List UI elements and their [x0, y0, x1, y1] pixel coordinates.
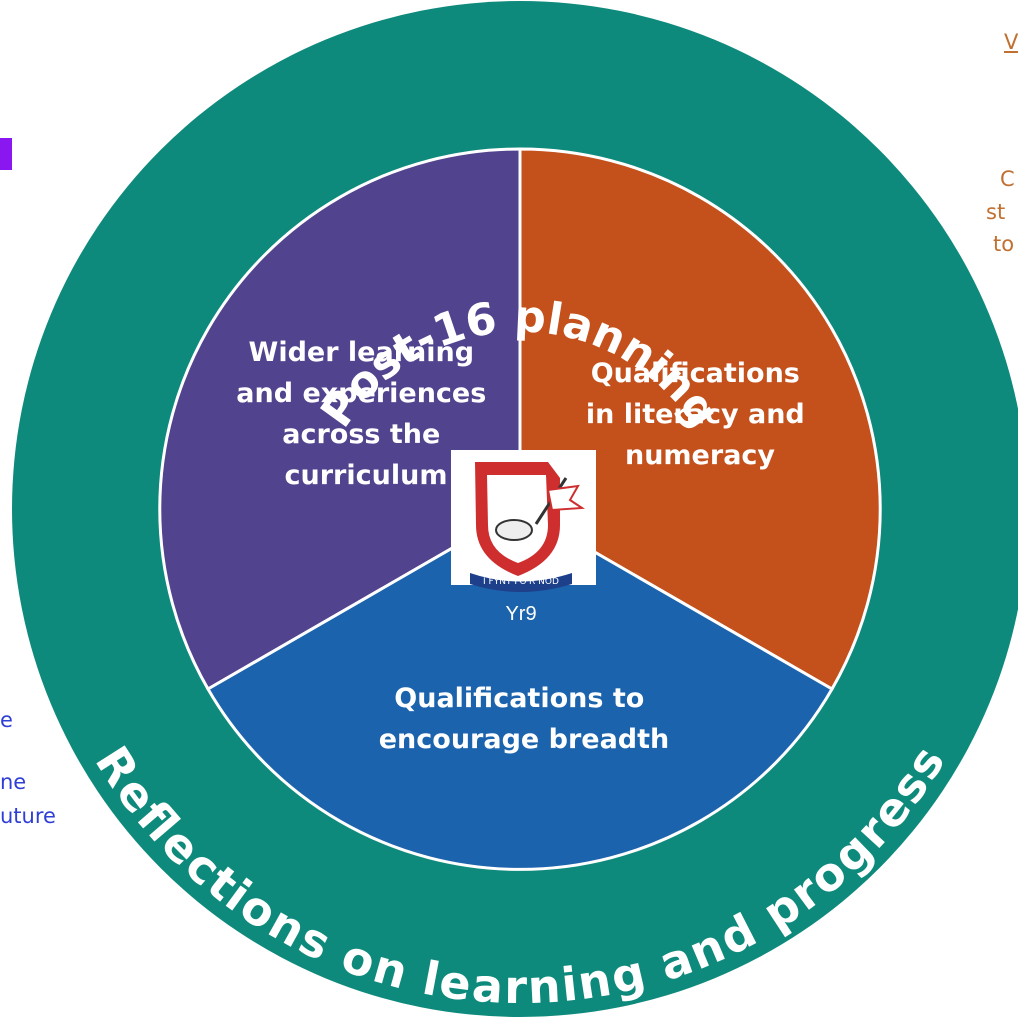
segment-label-breadth: Qualifications to encourage breadth	[379, 683, 670, 755]
segment-wider-learning	[158, 147, 522, 692]
badge-shield-inner	[487, 475, 548, 563]
left-edge-fragment-text: e	[0, 708, 13, 732]
segment-label-line: numeracy	[625, 440, 775, 471]
left-edge-fragment-text: uture	[0, 804, 56, 828]
segment-label-line: Wider learning	[249, 337, 475, 368]
school-badge: I FYNY FO'R NOD	[451, 450, 596, 592]
segment-label-line: Qualifications	[591, 358, 800, 389]
segment-label-line: Qualifications to	[394, 683, 644, 714]
segment-label-wider-learning: Wider learning and experiences across th…	[236, 337, 495, 491]
left-edge-fragment-text: ne	[0, 770, 27, 794]
right-edge-fragment-text: to	[993, 232, 1015, 256]
right-edge-fragment-text: C	[1000, 167, 1015, 191]
segment-label-line: across the	[282, 419, 440, 450]
center-caption: Yr9	[505, 603, 536, 625]
segment-label-literacy-numeracy: Qualifications in literacy and numeracy	[586, 358, 814, 471]
right-edge-fragment-text: st	[986, 200, 1006, 224]
badge-motto-text: I FYNY FO'R NOD	[483, 577, 559, 587]
segment-label-line: in literacy and	[586, 399, 805, 430]
segment-label-line: and experiences	[236, 378, 486, 409]
segment-literacy-numeracy	[518, 147, 882, 692]
left-edge-fragment-mark	[0, 138, 12, 170]
flag-icon	[546, 484, 586, 512]
segment-label-line: curriculum	[285, 460, 448, 491]
lamb-icon	[495, 519, 533, 541]
badge-motto-ribbon	[470, 573, 572, 592]
right-edge-fragment-heading: V	[1004, 30, 1018, 54]
segment-breadth	[205, 507, 835, 871]
segment-label-line: encourage breadth	[379, 724, 670, 755]
